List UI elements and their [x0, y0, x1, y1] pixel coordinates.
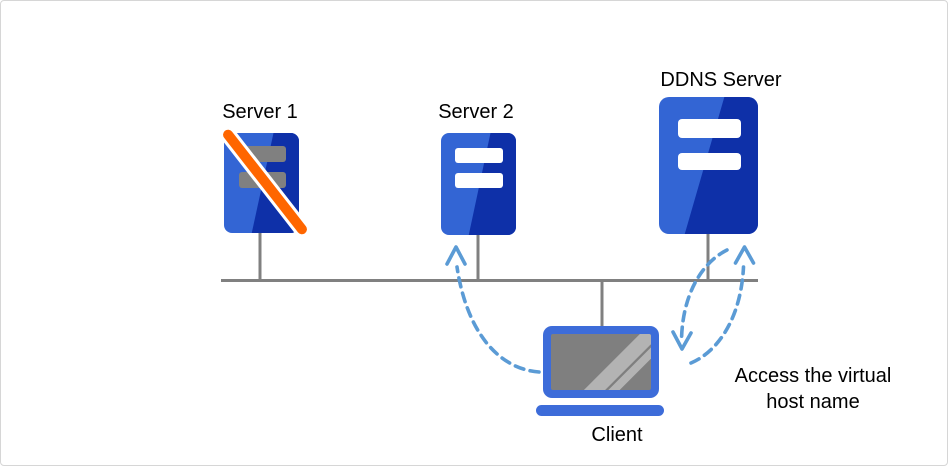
arrowhead-up-ddns-icon [733, 245, 756, 265]
arrowhead-up-server2-icon [445, 245, 467, 266]
arrowhead-down-client-icon [671, 330, 693, 351]
offline-slash-icon [216, 123, 314, 241]
server2-slot [455, 173, 503, 188]
client-label: Client [591, 424, 643, 446]
server2-icon [441, 133, 516, 235]
ddns-server-slot [678, 153, 741, 170]
laptop-base [536, 405, 664, 416]
server2-slot [455, 148, 503, 163]
server1-label: Server 1 [222, 101, 298, 123]
server1-offline-overlay [216, 123, 314, 241]
annotation-text: Access the virtual host name [734, 365, 892, 413]
ddns-server-slot [678, 119, 741, 138]
arrow-client-to-server2 [455, 265, 541, 374]
client-laptop-icon [543, 326, 659, 398]
ddns-server-label: DDNS Server [660, 69, 782, 91]
server2-label: Server 2 [438, 101, 514, 123]
arrow-client-to-ddns [689, 265, 746, 365]
laptop-screen [551, 334, 651, 390]
arrow-ddns-to-client [679, 248, 729, 343]
ddns-server-icon [659, 97, 758, 234]
